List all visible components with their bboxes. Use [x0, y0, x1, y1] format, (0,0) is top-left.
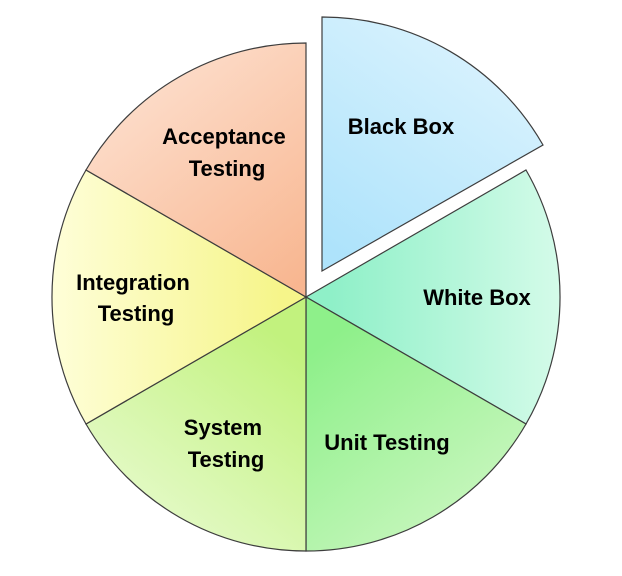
segment-black-box-label: Black Box [348, 114, 455, 139]
segment-unit-testing-label: Unit Testing [324, 430, 449, 455]
segment-integration-testing-label: Integration Testing [76, 270, 196, 326]
segment-acceptance-testing: Acceptance Testing [85, 42, 307, 299]
segment-unit-testing: Unit Testing [305, 295, 527, 552]
segment-system-testing-label: System Testing [184, 415, 268, 472]
segment-system-testing-shape [85, 295, 307, 552]
segment-acceptance-testing-label: Acceptance Testing [162, 124, 292, 181]
segment-unit-testing-shape [305, 295, 527, 552]
segment-acceptance-testing-shape [85, 42, 307, 299]
segment-white-box-shape [304, 169, 561, 425]
segment-white-box-label: White Box [423, 285, 531, 310]
segment-black-box-shape [321, 16, 544, 273]
segment-white-box: White Box [304, 169, 561, 425]
segment-integration-testing: Integration Testing [51, 169, 308, 425]
segment-system-testing: System Testing [85, 295, 307, 552]
segment-black-box: Black Box [321, 16, 544, 273]
segment-integration-testing-shape [51, 169, 308, 425]
